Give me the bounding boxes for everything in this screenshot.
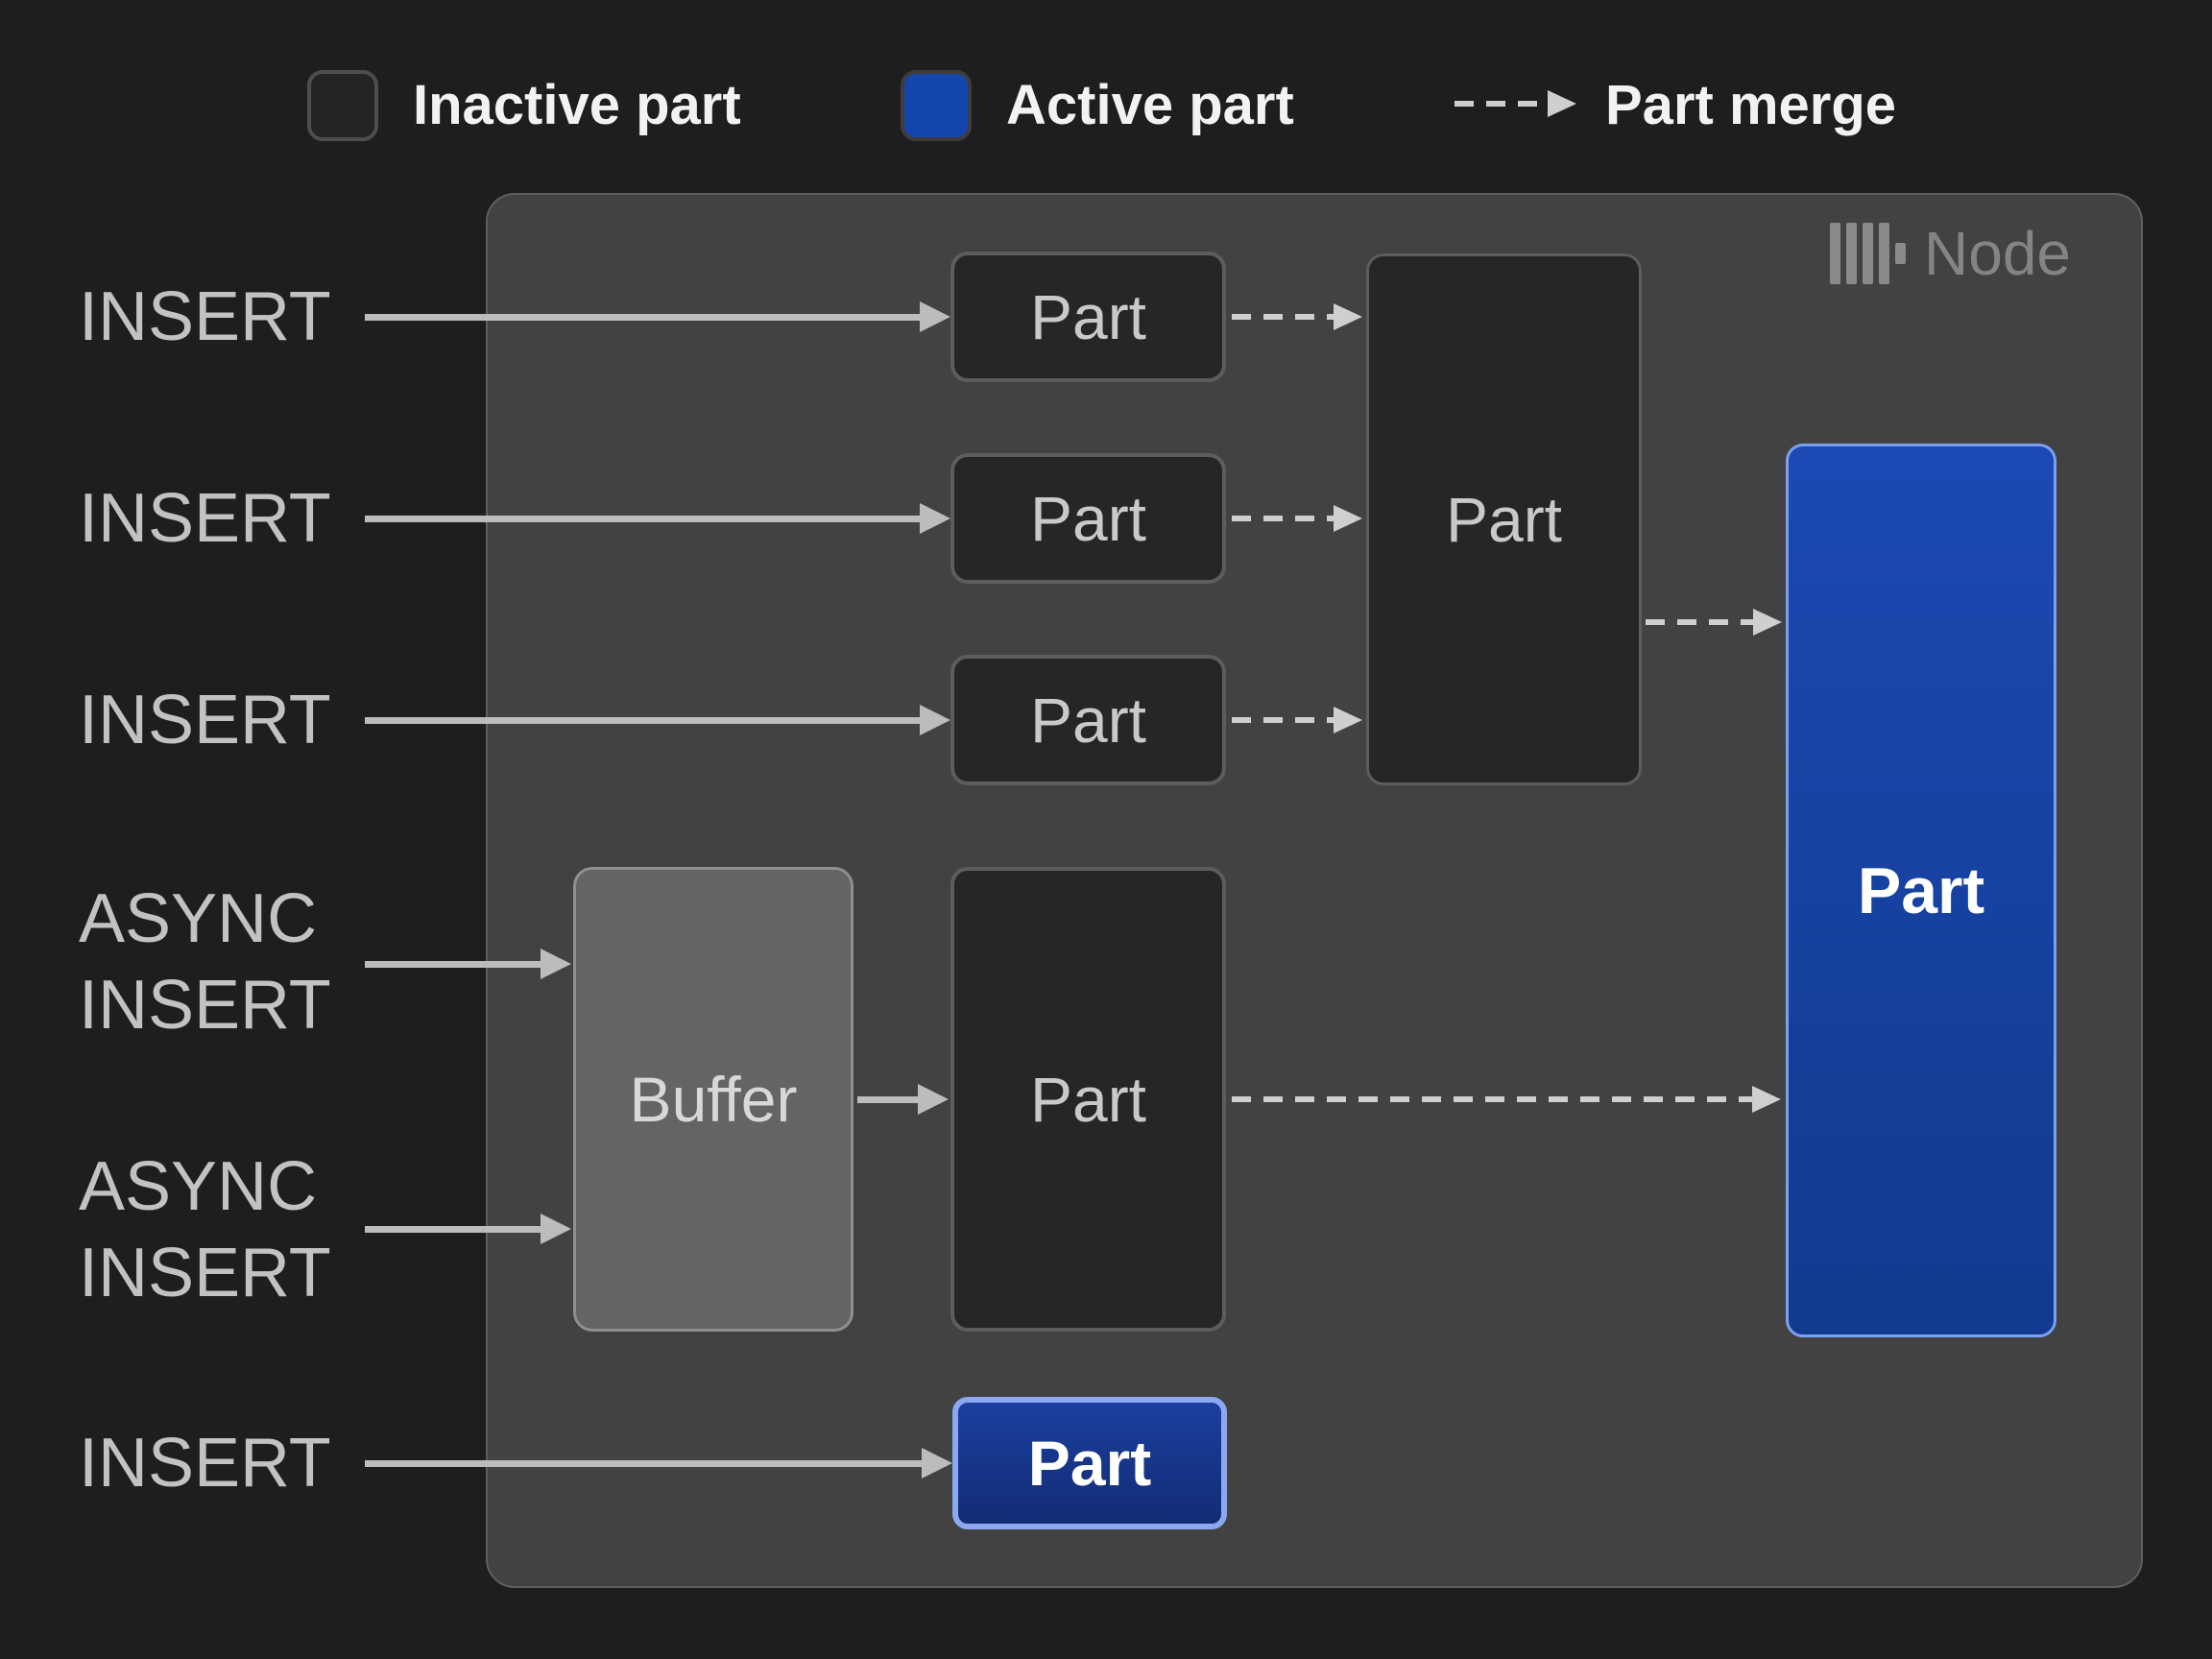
active-part-swatch	[901, 70, 972, 141]
insert-label-2: INSERT	[79, 480, 331, 557]
arrow-shaft	[365, 716, 920, 724]
insert-label-1: INSERT	[79, 278, 331, 355]
part-label: Part	[1029, 281, 1147, 352]
part-box-2: Part	[950, 453, 1226, 584]
part-box-3: Part	[950, 655, 1226, 785]
logo-bar	[1830, 223, 1840, 284]
arrowhead-icon	[922, 1448, 952, 1479]
dashed-shaft	[1232, 1096, 1752, 1102]
part-label: Part	[1857, 854, 1985, 927]
arrowhead-icon	[918, 1084, 949, 1115]
async-insert-label-2: ASYNC INSERT	[79, 1148, 331, 1311]
arrowhead-icon	[541, 1214, 571, 1244]
dashed-shaft	[1455, 101, 1548, 107]
part-box-1: Part	[950, 252, 1226, 382]
arrowhead-icon	[920, 301, 950, 332]
legend-active-label: Active part	[1006, 74, 1294, 136]
arrow-shaft	[365, 960, 541, 968]
arrowhead-icon	[1753, 609, 1782, 636]
insert-label-3: INSERT	[79, 682, 331, 758]
buffer-box: Buffer	[573, 867, 854, 1332]
part-label: Part	[1029, 483, 1147, 554]
part-label: Part	[1029, 685, 1147, 756]
inactive-part-swatch	[307, 70, 378, 141]
merged-part-box: Part	[1366, 253, 1642, 785]
arrow-shaft	[365, 1459, 922, 1467]
arrowhead-icon	[1334, 707, 1362, 733]
arrowhead-icon	[1334, 505, 1362, 532]
arrow-shaft	[365, 313, 920, 321]
dashed-shaft	[1232, 516, 1334, 521]
legend-inactive-label: Inactive part	[413, 74, 741, 136]
part-label: Part	[1029, 1064, 1147, 1135]
arrow-shaft	[365, 515, 920, 522]
legend-merge-label: Part merge	[1605, 74, 1897, 136]
arrowhead-icon	[920, 503, 950, 534]
part-label: Part	[1027, 1428, 1152, 1499]
logo-bar	[1863, 223, 1873, 284]
logo-bar	[1846, 223, 1857, 284]
clickhouse-logo-icon	[1830, 223, 1906, 284]
insert-label-4: INSERT	[79, 1425, 331, 1502]
node-title: Node	[1924, 219, 2071, 288]
logo-tick	[1895, 243, 1906, 264]
buffer-label: Buffer	[629, 1064, 798, 1135]
arrow-shaft	[857, 1095, 918, 1103]
dashed-shaft	[1232, 717, 1334, 723]
arrowhead-icon	[1334, 303, 1362, 330]
dashed-shaft	[1232, 314, 1334, 320]
buffer-part-box: Part	[950, 867, 1226, 1332]
arrowhead-icon	[1752, 1086, 1781, 1113]
arrow-shaft	[365, 1225, 541, 1233]
arrowhead-icon	[1548, 90, 1576, 117]
active-part-box: Part	[1786, 444, 2056, 1337]
logo-bar	[1879, 223, 1889, 284]
async-insert-label-1: ASYNC INSERT	[79, 880, 331, 1044]
active-part-box-small: Part	[952, 1397, 1227, 1529]
arrowhead-icon	[541, 949, 571, 979]
dashed-shaft	[1646, 619, 1753, 625]
part-label: Part	[1445, 484, 1563, 555]
arrowhead-icon	[920, 705, 950, 735]
